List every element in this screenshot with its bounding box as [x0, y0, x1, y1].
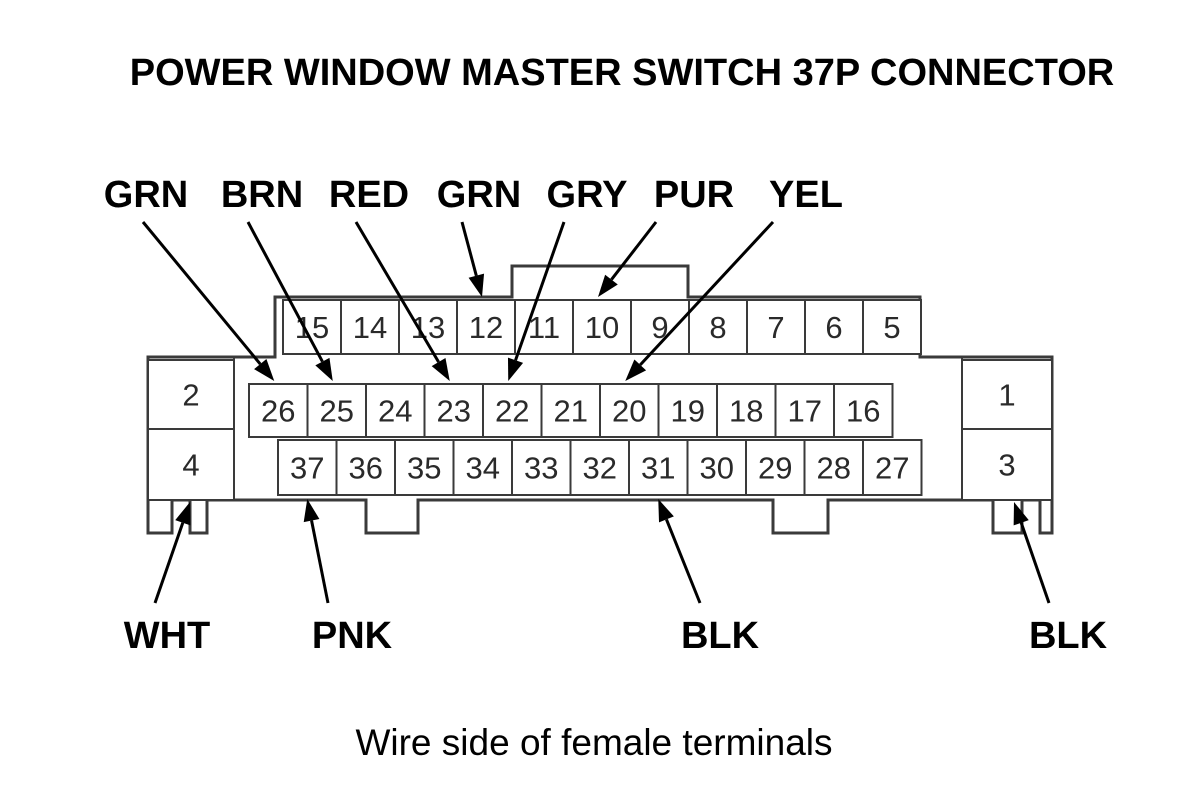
pin-number-28: 28 — [817, 451, 851, 486]
wire-arrow-4-head — [507, 357, 524, 381]
pin-number-31: 31 — [641, 451, 675, 486]
pin-cell-16 — [833, 383, 894, 438]
wire-label-blk-1: BLK — [681, 615, 760, 657]
pin-number-3: 3 — [998, 448, 1015, 483]
pin-number-29: 29 — [758, 451, 792, 486]
wire-label-gry: GRY — [547, 174, 628, 216]
wire-arrow-6-line — [639, 220, 775, 366]
pin-cell-1 — [961, 359, 1053, 430]
pin-number-13: 13 — [411, 310, 445, 345]
wire-label-pnk: PNK — [312, 615, 393, 657]
pin-number-14: 14 — [353, 310, 387, 345]
pin-number-8: 8 — [709, 310, 726, 345]
pin-cell-2 — [147, 359, 235, 430]
pin-number-30: 30 — [700, 451, 734, 486]
pin-cell-36 — [335, 439, 396, 496]
pin-cell-32 — [569, 439, 630, 496]
wire-arrow-1-head — [315, 357, 333, 381]
pin-number-23: 23 — [437, 394, 471, 429]
wire-label-brn: BRN — [221, 174, 303, 216]
pin-cell-27 — [862, 439, 923, 496]
pin-cell-10 — [572, 299, 632, 355]
pin-cell-24 — [365, 383, 426, 438]
pin-number-9: 9 — [651, 310, 668, 345]
wire-label-pur: PUR — [654, 174, 734, 216]
pin-number-10: 10 — [585, 310, 619, 345]
pin-number-32: 32 — [583, 451, 617, 486]
pin-number-7: 7 — [767, 310, 784, 345]
pin-number-34: 34 — [466, 451, 500, 486]
pin-cell-4 — [147, 428, 235, 501]
wire-arrow-10-head — [1013, 502, 1029, 526]
pin-cell-6 — [804, 299, 864, 355]
pin-number-36: 36 — [349, 451, 383, 486]
pin-cell-19 — [657, 383, 718, 438]
wire-label-yel: YEL — [769, 174, 843, 216]
pin-cells — [147, 299, 1053, 501]
pin-number-17: 17 — [788, 394, 822, 429]
wire-label-blk-2: BLK — [1029, 615, 1108, 657]
pin-cell-26 — [248, 383, 309, 438]
pin-number-4: 4 — [182, 448, 199, 483]
pin-cell-11 — [514, 299, 574, 355]
pin-number-1: 1 — [998, 378, 1015, 413]
pin-number-22: 22 — [495, 394, 529, 429]
wire-arrow-9-line — [665, 518, 702, 604]
wire-arrow-5-head — [598, 274, 618, 297]
wire-label-wht: WHT — [124, 615, 211, 657]
wire-arrow-5-line — [610, 221, 658, 281]
wire-arrow-8-line — [310, 520, 330, 604]
pin-cell-3 — [961, 428, 1053, 501]
wire-arrow-6-head — [625, 359, 647, 381]
pin-number-25: 25 — [320, 394, 354, 429]
pin-cell-29 — [745, 439, 806, 496]
pin-cell-21 — [540, 383, 601, 438]
pin-cell-34 — [452, 439, 513, 496]
wire-arrow-9-head — [658, 499, 674, 523]
pin-cell-33 — [511, 439, 572, 496]
pin-cell-12 — [456, 299, 516, 355]
wire-arrow-8-head — [303, 499, 320, 523]
pin-number-27: 27 — [875, 451, 909, 486]
wire-arrow-3-line — [460, 221, 478, 277]
pin-number-19: 19 — [671, 394, 705, 429]
pin-number-16: 16 — [846, 394, 880, 429]
wire-arrow-7-head — [175, 502, 191, 526]
wire-arrow-0-line — [141, 221, 262, 365]
pin-number-37: 37 — [290, 451, 324, 486]
pin-number-12: 12 — [469, 310, 503, 345]
wire-arrow-1-line — [246, 221, 324, 363]
pin-number-6: 6 — [825, 310, 842, 345]
pin-number-26: 26 — [261, 394, 295, 429]
pin-cell-37 — [277, 439, 338, 496]
wire-arrow-2-head — [431, 357, 450, 381]
wire-arrow-2-line — [354, 221, 440, 363]
wire-arrow-7-line — [153, 522, 185, 604]
pin-number-33: 33 — [524, 451, 558, 486]
wire-arrow-10-line — [1019, 522, 1051, 604]
pin-number-11: 11 — [528, 310, 560, 345]
wire-arrow-0-head — [254, 358, 275, 381]
pin-number-18: 18 — [729, 394, 763, 429]
wire-label-grn-2: GRN — [437, 174, 521, 216]
pin-number-5: 5 — [883, 310, 900, 345]
diagram-title: POWER WINDOW MASTER SWITCH 37P CONNECTOR — [130, 52, 1115, 94]
pin-number-20: 20 — [612, 394, 646, 429]
wire-arrow-4-line — [514, 221, 566, 361]
wire-label-grn-1: GRN — [104, 174, 188, 216]
pin-number-35: 35 — [407, 451, 441, 486]
pin-cell-5 — [862, 299, 922, 355]
wire-label-red: RED — [329, 174, 409, 216]
pin-number-2: 2 — [182, 378, 199, 413]
pin-cell-20 — [599, 383, 660, 438]
wire-arrow-3-head — [468, 273, 485, 297]
wire-arrows — [141, 220, 1051, 604]
pin-number-21: 21 — [554, 394, 588, 429]
pin-number-24: 24 — [378, 394, 412, 429]
diagram-caption: Wire side of female terminals — [355, 722, 832, 763]
pin-cell-8 — [688, 299, 748, 355]
